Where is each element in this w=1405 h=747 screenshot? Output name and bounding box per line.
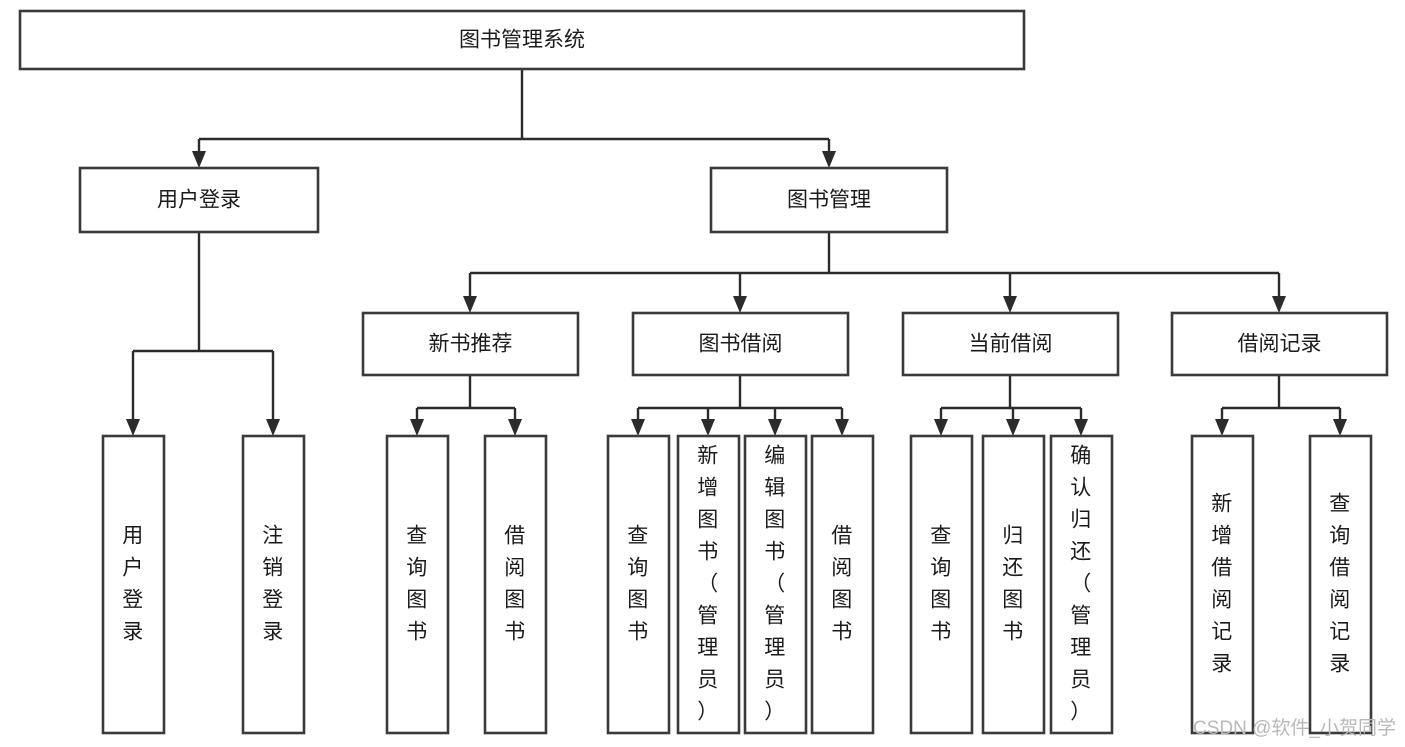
edge-arrowhead (463, 296, 477, 313)
csdn-watermark: CSDN @软件_小贺同学 (1193, 717, 1396, 739)
edge-arrowhead (835, 419, 849, 436)
edge-arrowhead (508, 419, 522, 436)
node-label: 查询图书 (627, 524, 650, 643)
node-label: 新增借阅记录 (1211, 492, 1234, 675)
node-label: 用户登录 (122, 524, 145, 643)
edge-arrowhead (266, 419, 280, 436)
node-box[interactable] (361, 311, 580, 377)
edge-arrowhead (934, 419, 948, 436)
node-new-book-recommend[interactable]: 新书推荐 (361, 311, 580, 377)
node-box[interactable] (1190, 434, 1255, 735)
node-box[interactable] (709, 166, 949, 234)
edge-group-root-to-level2 (192, 69, 836, 168)
edge-arrowhead (822, 151, 836, 168)
node-leaf-edit-book-admin[interactable]: 编辑图书（管理员） (743, 434, 808, 735)
node-box[interactable] (483, 434, 548, 735)
node-leaf-query-borrow-record[interactable]: 查询借阅记录 (1308, 434, 1373, 735)
node-box[interactable] (909, 434, 974, 735)
node-box[interactable] (743, 434, 808, 735)
node-label: 查询借阅记录 (1329, 492, 1352, 675)
node-user-login[interactable]: 用户登录 (78, 166, 320, 234)
node-box[interactable] (810, 434, 875, 735)
node-leaf-add-borrow-record[interactable]: 新增借阅记录 (1190, 434, 1255, 735)
node-box[interactable] (385, 434, 450, 735)
edge-arrowhead (701, 419, 715, 436)
node-book-management[interactable]: 图书管理 (709, 166, 949, 234)
edge-group-borrowrecord-to-leaves (1215, 375, 1347, 436)
edge-group-bookmgmt-to-level3 (463, 232, 1286, 313)
edge-group-bookborrow-to-leaves (631, 375, 849, 436)
edge-arrowhead (126, 419, 140, 436)
node-label: 新书推荐 (429, 333, 513, 356)
node-label: 用户登录 (157, 189, 241, 212)
node-label: 查询图书 (406, 524, 429, 643)
node-label: 查询图书 (930, 524, 953, 643)
node-box[interactable] (1170, 311, 1389, 377)
node-box[interactable] (1308, 434, 1373, 735)
node-current-borrow[interactable]: 当前借阅 (901, 311, 1120, 377)
node-box[interactable] (676, 434, 741, 735)
node-box[interactable] (18, 9, 1026, 71)
node-label: 归还图书 (1002, 524, 1025, 643)
node-label: 编辑图书（管理员） (764, 444, 787, 723)
node-label: 借阅图书 (831, 524, 854, 643)
node-box[interactable] (901, 311, 1120, 377)
edge-group-currentborrow-to-leaves (934, 375, 1088, 436)
edge-arrowhead (1006, 419, 1020, 436)
node-label: 注销登录 (262, 524, 285, 643)
edge-arrowhead (1333, 419, 1347, 436)
node-root[interactable]: 图书管理系统 (18, 9, 1026, 71)
node-box[interactable] (981, 434, 1046, 735)
edges-layer (126, 69, 1347, 436)
node-leaf-confirm-return-admin[interactable]: 确认归还（管理员） (1049, 434, 1114, 735)
node-box[interactable] (1049, 434, 1114, 735)
node-book-borrow[interactable]: 图书借阅 (631, 311, 850, 377)
edge-group-userlogin-to-leaves (126, 232, 280, 436)
node-label: 图书管理 (787, 189, 871, 212)
node-box[interactable] (631, 311, 850, 377)
edge-arrowhead (733, 296, 747, 313)
node-leaf-logout[interactable]: 注销登录 (241, 434, 306, 735)
node-leaf-borrow-book-rec[interactable]: 借阅图书 (483, 434, 548, 735)
edge-arrowhead (1074, 419, 1088, 436)
nodes-layer: 图书管理系统用户登录图书管理新书推荐图书借阅当前借阅借阅记录用户登录注销登录查询… (18, 9, 1389, 735)
edge-arrowhead (1003, 296, 1017, 313)
node-borrow-record[interactable]: 借阅记录 (1170, 311, 1389, 377)
edge-arrowhead (768, 419, 782, 436)
node-box[interactable] (606, 434, 671, 735)
node-leaf-query-book-rec[interactable]: 查询图书 (385, 434, 450, 735)
node-leaf-add-book-admin[interactable]: 新增图书（管理员） (676, 434, 741, 735)
edge-group-newbook-to-leaves (410, 375, 522, 436)
node-leaf-query-book-current[interactable]: 查询图书 (909, 434, 974, 735)
node-leaf-return-book[interactable]: 归还图书 (981, 434, 1046, 735)
edge-arrowhead (1272, 296, 1286, 313)
node-label: 图书管理系统 (459, 29, 585, 52)
edge-arrowhead (631, 419, 645, 436)
node-leaf-query-book-borrow[interactable]: 查询图书 (606, 434, 671, 735)
node-label: 借阅图书 (504, 524, 527, 643)
node-leaf-user-login[interactable]: 用户登录 (101, 434, 166, 735)
node-box[interactable] (101, 434, 166, 735)
node-label: 确认归还（管理员） (1070, 444, 1093, 723)
node-box[interactable] (241, 434, 306, 735)
edge-arrowhead (1215, 419, 1229, 436)
node-label: 图书借阅 (699, 333, 783, 356)
node-leaf-borrow-book[interactable]: 借阅图书 (810, 434, 875, 735)
edge-arrowhead (192, 151, 206, 168)
node-label: 新增图书（管理员） (697, 444, 720, 723)
node-box[interactable] (78, 166, 320, 234)
node-label: 借阅记录 (1238, 333, 1322, 356)
node-label: 当前借阅 (969, 333, 1053, 356)
edge-arrowhead (410, 419, 424, 436)
